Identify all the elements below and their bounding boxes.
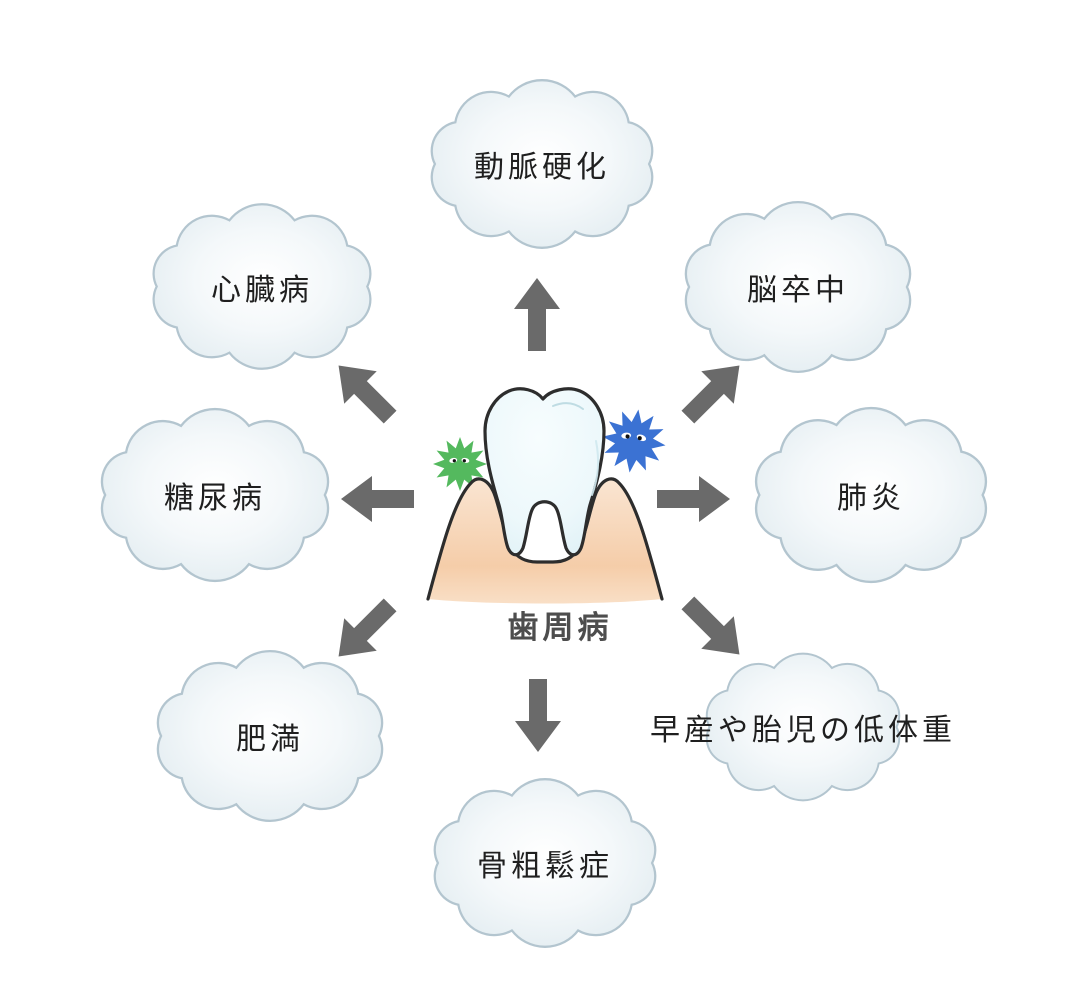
arrow-up-right-icon	[670, 347, 758, 435]
tooth-icon	[483, 387, 606, 557]
node-cloud-stroke: 脳卒中	[678, 201, 918, 373]
bacteria-icon-green	[433, 437, 487, 491]
arrow-left-icon	[340, 474, 414, 524]
node-label: 早産や胎児の低体重	[650, 714, 956, 747]
node-label: 心臓病	[211, 273, 313, 307]
node-label: 脳卒中	[747, 274, 849, 307]
cloud-icon	[100, 407, 330, 583]
node-label: 肺炎	[837, 482, 905, 515]
node-cloud-arteriosclerosis: 動脈硬化	[424, 79, 660, 249]
center-label: 歯周病	[507, 610, 613, 645]
node-cloud-pneumonia: 肺炎	[748, 406, 994, 584]
cloud-icon	[152, 203, 372, 370]
cloud-icon	[754, 406, 988, 584]
node-label: 骨粗鬆症	[477, 850, 613, 883]
cloud-icon	[684, 201, 912, 373]
arrow-right-icon	[657, 474, 731, 524]
node-cloud-osteoporosis: 骨粗鬆症	[427, 778, 663, 948]
tooth-gum-illustration	[415, 383, 705, 605]
node-cloud-heart-disease: 心臓病	[146, 203, 378, 370]
arrow-down-icon	[513, 679, 563, 753]
node-cloud-premature-birth-low-weight: 早産や胎児の低体重	[650, 652, 956, 802]
node-label: 動脈硬化	[474, 151, 610, 184]
cloud-icon	[430, 79, 654, 249]
arrow-up-left-icon	[320, 347, 408, 435]
arrow-down-right-icon	[670, 585, 758, 673]
cloud-icon	[433, 778, 657, 948]
arrow-down-left-icon	[320, 587, 408, 675]
cloud-icon	[705, 652, 901, 802]
arrow-up-icon	[512, 277, 562, 351]
node-label: 肥満	[236, 723, 304, 756]
node-label: 糖尿病	[164, 482, 266, 515]
bacteria-icon-blue	[602, 409, 666, 473]
gum-shape	[426, 477, 664, 604]
cloud-icon	[156, 650, 384, 822]
node-cloud-obesity: 肥満	[150, 650, 390, 822]
node-cloud-diabetes: 糖尿病	[94, 407, 336, 583]
